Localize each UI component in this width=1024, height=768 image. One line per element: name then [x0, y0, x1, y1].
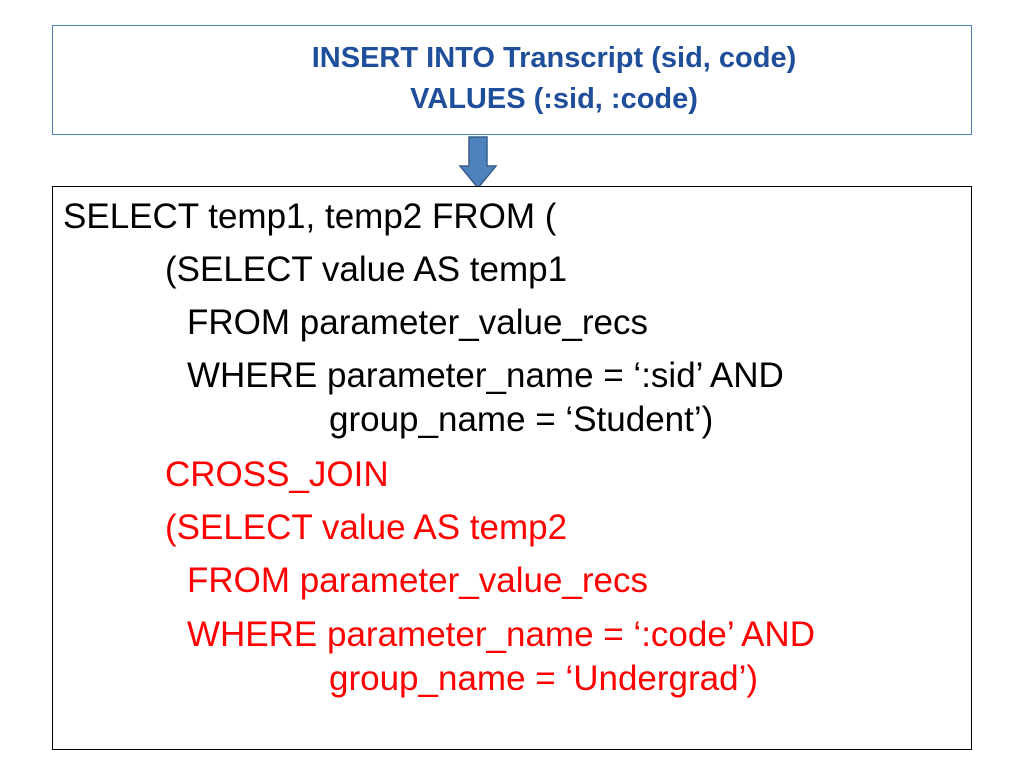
down-arrow-icon — [458, 136, 498, 190]
query-line-5: group_name = ‘Student’) — [329, 400, 714, 439]
insert-statement-line-1: INSERT INTO Transcript (sid, code) — [311, 42, 797, 74]
query-line-1: SELECT temp1, temp2 FROM ( — [63, 197, 557, 236]
select-query-box: SELECT temp1, temp2 FROM ( (SELECT value… — [52, 186, 972, 750]
query-line-3: FROM parameter_value_recs — [187, 303, 648, 342]
query-line-4: WHERE parameter_name = ‘:sid’ AND — [187, 356, 784, 395]
query-line-7: (SELECT value AS temp2 — [165, 508, 568, 547]
insert-statement-box: INSERT INTO Transcript (sid, code) VALUE… — [52, 25, 972, 135]
query-line-2: (SELECT value AS temp1 — [165, 250, 568, 289]
query-line-10: group_name = ‘Undergrad’) — [329, 659, 759, 698]
query-line-6-cross-join: CROSS_JOIN — [165, 455, 389, 494]
query-line-8: FROM parameter_value_recs — [187, 561, 648, 600]
insert-statement-line-2: VALUES (:sid, :code) — [410, 83, 698, 115]
query-line-9: WHERE parameter_name = ‘:code’ AND — [187, 615, 815, 654]
